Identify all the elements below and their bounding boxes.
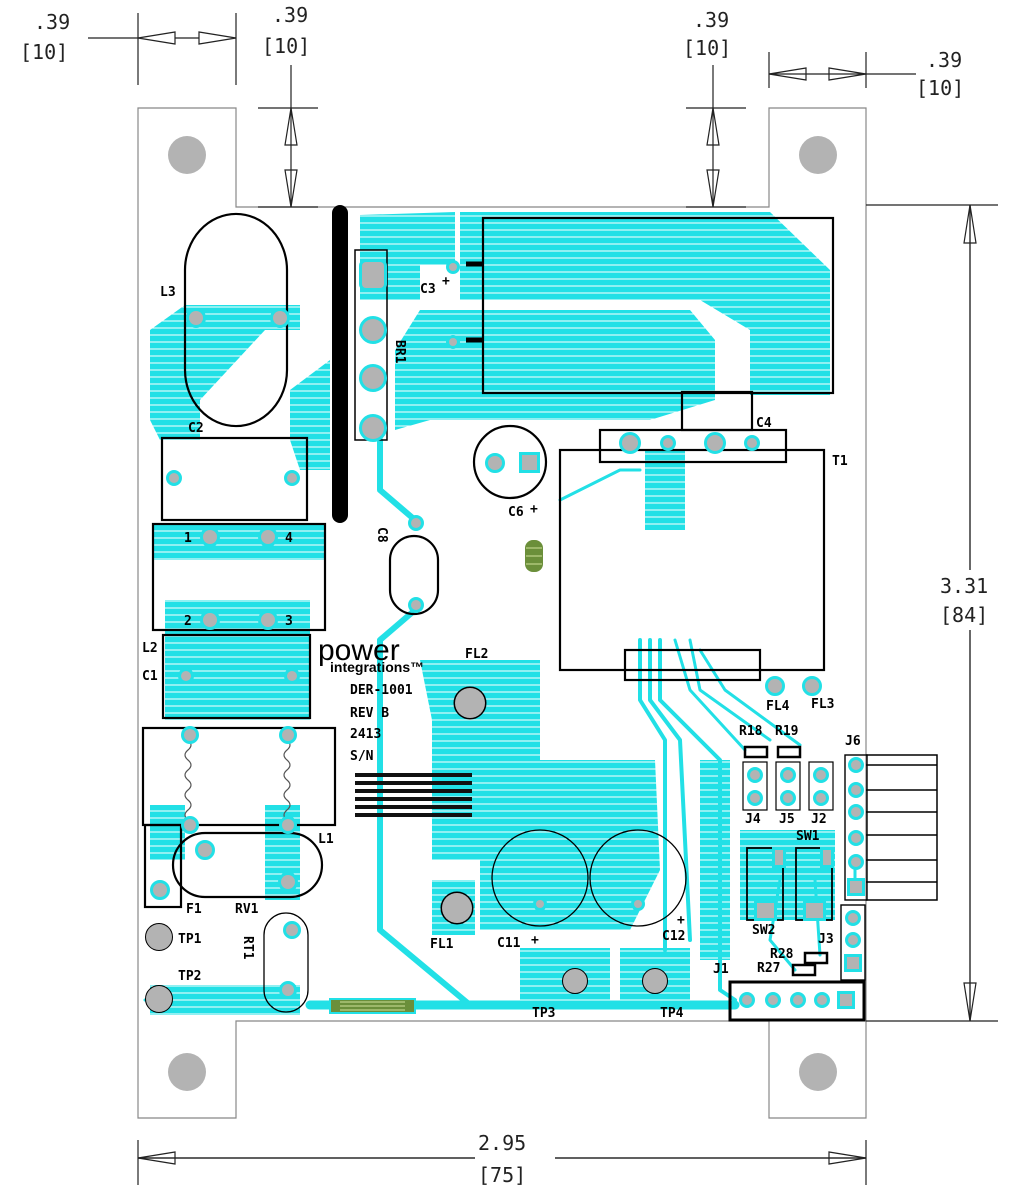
ref-c6: C6	[508, 505, 524, 520]
component-outlines	[141, 212, 938, 1022]
ref-c4: C4	[756, 416, 772, 431]
mounting-hole-top-left	[168, 136, 206, 174]
ref-f1: F1	[186, 902, 202, 917]
dim-top-left-tab-mm: [10]	[20, 40, 68, 64]
pin-1-label: 1	[184, 531, 192, 546]
dim-top-right-tab-mm: [10]	[916, 76, 964, 100]
ref-tp4: TP4	[660, 1006, 684, 1021]
ref-fl4: FL4	[766, 699, 790, 714]
dim-top-right-gap-in: .39	[693, 8, 729, 32]
pin-3-label: 3	[285, 614, 293, 629]
ref-fl1: FL1	[430, 937, 454, 952]
dim-width-mm: [75]	[478, 1163, 526, 1187]
logo-power: power	[318, 634, 400, 667]
pads	[145, 259, 865, 1013]
dim-height-in: 3.31	[940, 574, 988, 598]
dim-height-mm: [84]	[940, 603, 988, 627]
ref-r28: R28	[770, 947, 794, 962]
ref-j5: J5	[779, 812, 795, 827]
ref-r27: R27	[757, 961, 780, 976]
ref-l2: L2	[142, 641, 158, 656]
dim-top-left-tab-in: .39	[34, 10, 70, 34]
dim-top-left-gap-in: .39	[272, 3, 308, 27]
l1-windings	[184, 739, 291, 821]
ref-c11: C11	[497, 936, 521, 951]
ref-l1: L1	[318, 832, 334, 847]
ref-j1: J1	[713, 962, 729, 977]
ref-sw2: SW2	[752, 923, 775, 938]
c6-polarity-mark: +	[530, 502, 538, 517]
silk-der: DER-1001	[350, 683, 413, 698]
ref-j2: J2	[811, 812, 827, 827]
dim-top-right-gap-mm: [10]	[683, 36, 731, 60]
ref-sw1: SW1	[796, 829, 820, 844]
c11-polarity-mark: +	[531, 933, 539, 948]
ref-c3: C3	[420, 282, 436, 297]
mounting-hole-bottom-right	[799, 1053, 837, 1091]
ref-tp2: TP2	[178, 969, 201, 984]
pin-2-label: 2	[184, 614, 192, 629]
dim-width-in: 2.95	[478, 1131, 526, 1155]
ref-c1: C1	[142, 669, 158, 684]
ref-tp3: TP3	[532, 1006, 555, 1021]
silk-sn: S/N	[350, 749, 374, 764]
ref-c2: C2	[188, 421, 204, 436]
logo-integrations: integrations™	[330, 659, 424, 675]
ref-br1: BR1	[392, 340, 407, 364]
ref-rv1: RV1	[235, 902, 259, 917]
ref-fl3: FL3	[811, 697, 834, 712]
mounting-hole-bottom-left	[168, 1053, 206, 1091]
ref-r19: R19	[775, 724, 798, 739]
ref-r18: R18	[739, 724, 763, 739]
silk-rev: REV B	[350, 706, 389, 721]
ref-j6: J6	[845, 734, 861, 749]
mounting-hole-top-right	[799, 136, 837, 174]
silk-2413: 2413	[350, 727, 381, 742]
ref-tp1: TP1	[178, 932, 202, 947]
ref-c12: C12	[662, 929, 685, 944]
dim-top-right-tab-in: .39	[926, 48, 962, 72]
pin-4-label: 4	[285, 531, 293, 546]
ref-fl2: FL2	[465, 647, 488, 662]
ref-j4: J4	[745, 812, 761, 827]
dim-top-left-gap-mm: [10]	[262, 34, 310, 58]
ref-j3: J3	[818, 932, 834, 947]
ref-l3: L3	[160, 285, 176, 300]
ref-rt1: RT1	[240, 936, 255, 960]
ref-c8: C8	[374, 527, 389, 543]
ref-t1: T1	[832, 454, 848, 469]
c12-polarity-mark: +	[677, 913, 685, 928]
c3-polarity-mark: +	[442, 274, 450, 289]
ic-stripe-block	[355, 773, 472, 817]
